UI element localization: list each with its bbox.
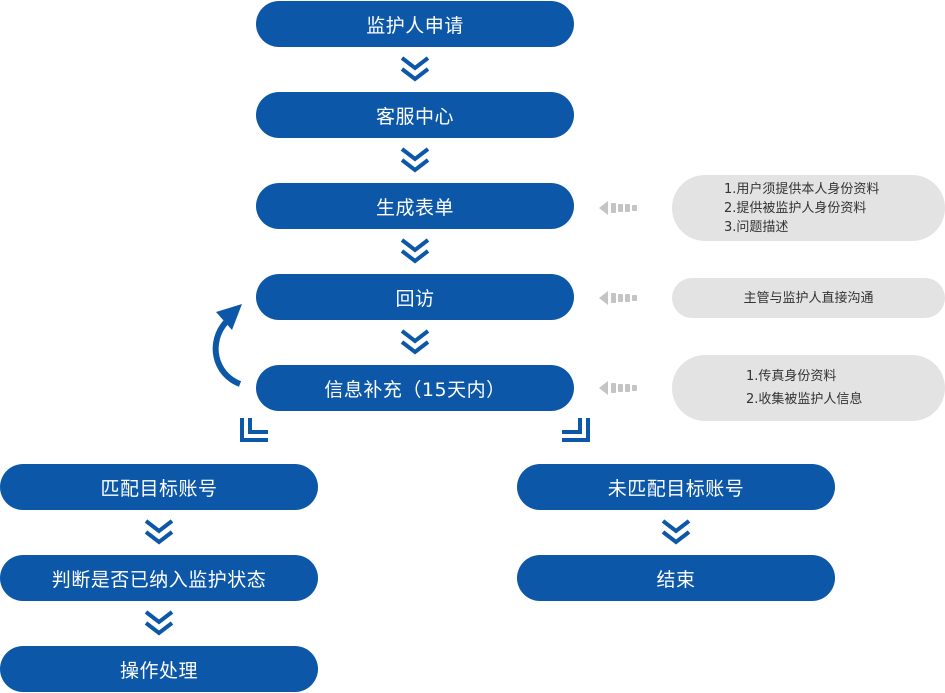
step-generate-form: 生成表单 [256,183,574,229]
down-chevron-icon [144,610,174,636]
step-info-supplement: 信息补充（15天内） [256,365,574,411]
down-chevron-icon [400,238,430,264]
loop-back-arrow-icon [212,304,242,387]
step-service-center: 客服中心 [256,92,574,138]
down-chevron-icon [400,147,430,173]
note-form-line: 3.问题描述 [724,219,789,235]
down-chevron-icon [400,56,430,82]
note-form-line: 2.提供被监护人身份资料 [724,200,867,216]
down-chevron-icon [400,329,430,355]
step-judge-status: 判断是否已纳入监护状态 [0,555,318,601]
note-revisit: 主管与监护人直接沟通 [672,278,945,318]
branch-left-corner-icon [240,418,268,442]
note-supplement-line: 2.收集被监护人信息 [746,392,863,407]
step-apply: 监护人申请 [256,1,574,47]
step-revisit: 回访 [256,274,574,320]
note-arrow-icon [599,201,637,215]
note-form-line: 1.用户须提供本人身份资料 [724,181,880,197]
note-revisit-line: 主管与监护人直接沟通 [743,290,874,306]
note-supplement-line: 1.传真身份资料 [746,369,837,384]
down-chevron-icon [661,519,691,545]
step-no-match: 未匹配目标账号 [517,464,835,510]
step-match-account: 匹配目标账号 [0,464,318,510]
note-arrow-icon [599,381,637,395]
branch-right-corner-icon [562,418,590,442]
down-chevron-icon [144,519,174,545]
note-supplement: 1.传真身份资料 2.收集被监护人信息 [672,355,945,421]
note-form: 1.用户须提供本人身份资料 2.提供被监护人身份资料 3.问题描述 [672,175,945,241]
step-end: 结束 [517,555,835,601]
step-handle: 操作处理 [0,646,318,692]
note-arrow-icon [599,291,637,305]
